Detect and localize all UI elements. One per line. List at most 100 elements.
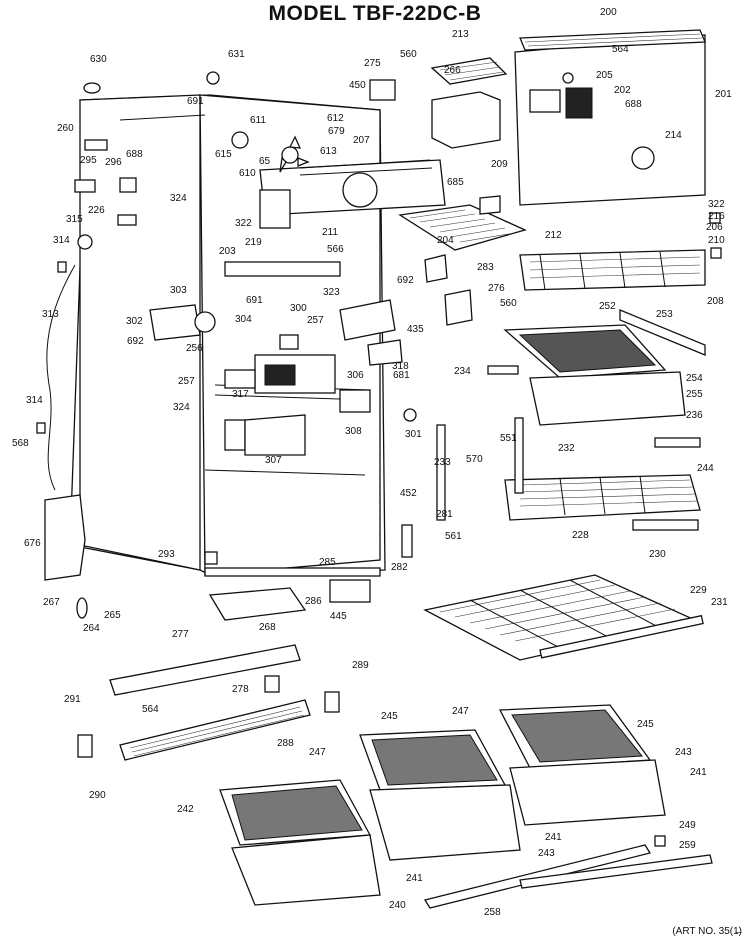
part-label-304: 304 [235, 314, 252, 325]
part-label-65: 65 [259, 156, 271, 167]
part-label-452: 452 [400, 488, 417, 499]
control-housing [149, 304, 371, 456]
cabinet-body [44, 94, 386, 581]
part-label-296: 296 [105, 157, 122, 168]
meat-pan-shelf [503, 309, 706, 426]
part-label-205: 205 [596, 70, 613, 81]
part-label-564: 564 [142, 704, 159, 715]
part-label-631: 631 [228, 49, 245, 60]
part-label-324: 324 [173, 402, 190, 413]
part-label-307: 307 [265, 455, 282, 466]
part-label-256: 256 [186, 343, 203, 354]
fan-blade [231, 131, 310, 173]
cantilever-shelf [504, 437, 701, 531]
part-label-255: 255 [686, 389, 703, 400]
part-label-560: 560 [500, 298, 517, 309]
part-label-219: 219 [245, 237, 262, 248]
part-label-247: 247 [309, 747, 326, 758]
part-label-257: 257 [307, 315, 324, 326]
part-label-313: 313 [42, 309, 59, 320]
part-label-211: 211 [322, 227, 338, 238]
part-label-241: 241 [545, 832, 562, 843]
part-label-288: 288 [277, 738, 294, 749]
part-label-232: 232 [558, 443, 575, 454]
part-label-258: 258 [484, 907, 501, 918]
part-label-236: 236 [686, 410, 703, 421]
part-label-264: 264 [83, 623, 100, 634]
part-label-210: 210 [708, 235, 725, 246]
part-label-244: 244 [697, 463, 714, 474]
part-label-303: 303 [170, 285, 187, 296]
part-label-291: 291 [64, 694, 81, 705]
part-label-208: 208 [707, 296, 724, 307]
part-label-209: 209 [491, 159, 508, 170]
part-label-228: 228 [572, 530, 589, 541]
part-label-268: 268 [259, 622, 276, 633]
part-label-265: 265 [104, 610, 121, 621]
part-label-323: 323 [323, 287, 340, 298]
part-label-324: 324 [170, 193, 187, 204]
part-label-245: 245 [381, 711, 398, 722]
part-label-564: 564 [612, 44, 629, 55]
part-label-306: 306 [347, 370, 364, 381]
part-label-229: 229 [690, 585, 707, 596]
part-label-285: 285 [319, 557, 336, 568]
part-label-233: 233 [434, 457, 451, 468]
part-label-290: 290 [89, 790, 106, 801]
part-label-207: 207 [353, 135, 370, 146]
part-label-260: 260 [57, 123, 74, 134]
part-label-560: 560 [400, 49, 417, 60]
part-label-243: 243 [538, 848, 555, 859]
part-label-254: 254 [686, 373, 703, 384]
part-label-216: 216 [708, 211, 725, 222]
part-label-277: 277 [172, 629, 189, 640]
part-label-247: 247 [452, 706, 469, 717]
part-label-613: 613 [320, 146, 337, 157]
part-label-253: 253 [656, 309, 673, 320]
part-label-206: 206 [706, 222, 723, 233]
part-label-566: 566 [327, 244, 344, 255]
part-label-214: 214 [665, 130, 682, 141]
part-label-295: 295 [80, 155, 97, 166]
part-label-435: 435 [407, 324, 424, 335]
part-label-610: 610 [239, 168, 256, 179]
crisper-drawer-middle [359, 729, 521, 861]
part-label-630: 630 [90, 54, 107, 65]
part-label-201: 201 [715, 89, 732, 100]
part-label-286: 286 [305, 596, 322, 607]
part-label-283: 283 [477, 262, 494, 273]
part-label-322: 322 [708, 199, 725, 210]
part-label-241: 241 [406, 873, 423, 884]
part-label-315: 315 [66, 214, 83, 225]
part-label-692: 692 [397, 275, 414, 286]
part-label-212: 212 [545, 230, 562, 241]
part-label-249: 249 [679, 820, 696, 831]
freezer-back-panel [514, 29, 706, 206]
part-label-266: 266 [444, 65, 461, 76]
part-label-570: 570 [466, 454, 483, 465]
part-label-681: 681 [393, 370, 410, 381]
part-label-318: 318 [392, 361, 409, 372]
part-label-282: 282 [391, 562, 408, 573]
part-label-281: 281 [436, 509, 453, 520]
part-label-301: 301 [405, 429, 422, 440]
part-label-688: 688 [126, 149, 143, 160]
part-label-612: 612 [327, 113, 344, 124]
part-label-691: 691 [246, 295, 263, 306]
part-label-691: 691 [187, 96, 204, 107]
bottom-trim-strips [423, 835, 713, 909]
part-label-259: 259 [679, 840, 696, 851]
part-label-226: 226 [88, 205, 105, 216]
part-label-202: 202 [614, 85, 631, 96]
part-label-293: 293 [158, 549, 175, 560]
part-label-276: 276 [488, 283, 505, 294]
part-label-450: 450 [349, 80, 366, 91]
part-label-234: 234 [454, 366, 471, 377]
part-label-203: 203 [219, 246, 236, 257]
freezer-shelf-tray [398, 195, 527, 251]
part-label-445: 445 [330, 611, 347, 622]
freezer-wire-shelf [519, 249, 706, 291]
ice-tray-and-bucket [430, 57, 508, 149]
